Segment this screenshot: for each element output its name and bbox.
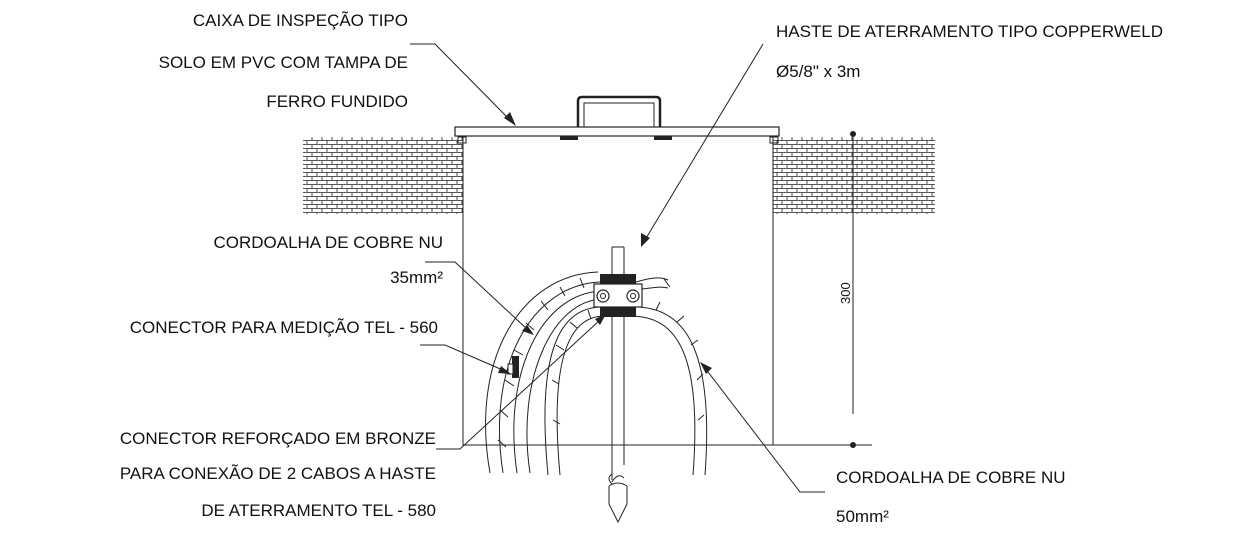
copper-braid-50mm (544, 277, 708, 476)
cast-iron-lid (454, 126, 780, 137)
bronze-connector (593, 274, 643, 317)
leader-lines (410, 43, 825, 493)
label-inspection-box-line2: SOLO EM PVC COM TAMPA DE (158, 53, 408, 72)
label-bronze-connector-line2: PARA CONEXÃO DE 2 CABOS A HASTE (119, 464, 436, 483)
copper-braid-35mm (485, 271, 604, 474)
label-measurement-connector: CONECTOR PARA MEDIÇÃO TEL - 560 (129, 318, 438, 337)
leader-braid-35 (425, 261, 529, 331)
label-ground-rod-line2: Ø5/8" x 3m (776, 62, 861, 81)
measurement-connector (507, 356, 519, 378)
label-braid-35-line1: CORDOALHA DE COBRE NU (213, 233, 443, 252)
label-ground-rod-line1: HASTE DE ATERRAMENTO TIPO COPPERWELD (776, 22, 1163, 41)
lid-handle (576, 95, 662, 127)
depth-dimension-value: 300 (838, 282, 853, 304)
label-braid-50-line1: CORDOALHA DE COBRE NU (836, 468, 1066, 487)
inspection-box-body (462, 137, 774, 446)
label-braid-50-line2: 50mm² (836, 507, 889, 526)
leader-measurement-connector (420, 344, 506, 372)
lid-clip-left (560, 136, 578, 140)
leader-braid-50 (704, 367, 825, 493)
leader-inspection-box (410, 43, 511, 121)
leader-arrowheads (498, 112, 712, 374)
leader-bronze-connector (436, 319, 601, 450)
label-bronze-connector-line3: DE ATERRAMENTO TEL - 580 (201, 501, 436, 520)
lid-clip-right (654, 136, 672, 140)
label-inspection-box-line3: FERRO FUNDIDO (266, 92, 408, 111)
label-braid-35-line2: 35mm² (390, 268, 443, 287)
label-inspection-box-line1: CAIXA DE INSPEÇÃO TIPO (192, 11, 408, 30)
leader-ground-rod (644, 43, 764, 241)
soil-left (303, 137, 463, 214)
label-bronze-connector-line1: CONECTOR REFORÇADO EM BRONZE (119, 429, 436, 448)
soil-right (773, 137, 935, 214)
